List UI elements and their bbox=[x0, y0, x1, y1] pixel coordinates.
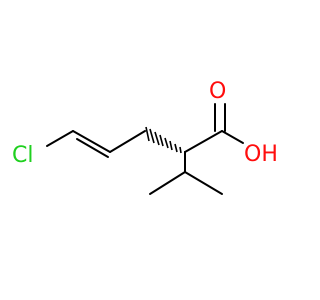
bond-c6-oh bbox=[221, 130, 244, 144]
bond-c2-c3-double-inner bbox=[76, 138, 109, 158]
bond-c7-c9 bbox=[184, 171, 223, 195]
carbonyl-oxygen-label: O bbox=[209, 79, 226, 104]
hashed-wedge-bond bbox=[145, 126, 186, 154]
molecule-structure: Cl O OH bbox=[12, 79, 278, 195]
bond-c7-c8 bbox=[149, 171, 186, 195]
bonds bbox=[46, 103, 244, 195]
hydroxyl-label: OH bbox=[244, 142, 278, 167]
chlorine-label: Cl bbox=[12, 143, 33, 168]
bond-c5-c6 bbox=[184, 130, 223, 153]
bond-c2-c3-double-outer bbox=[72, 130, 111, 153]
molecule-canvas: Cl O OH bbox=[12, 79, 278, 195]
bond-c1-c2 bbox=[46, 130, 74, 147]
bond-c3-c4 bbox=[109, 130, 146, 153]
